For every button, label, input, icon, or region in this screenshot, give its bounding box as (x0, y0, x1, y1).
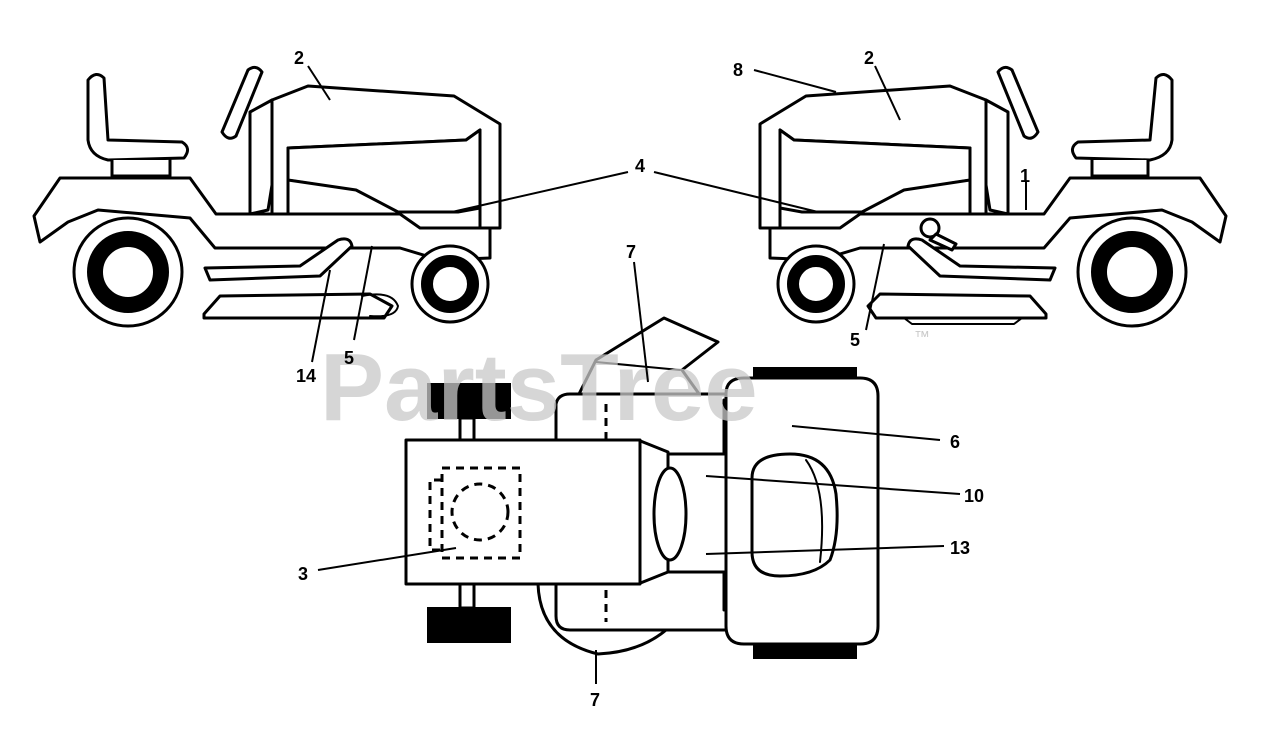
front-axle-top-lower (458, 582, 476, 610)
leader-2-right (874, 65, 901, 121)
callout-8: 8 (733, 60, 743, 80)
leader-7-top (633, 261, 649, 383)
front-hub-left (431, 265, 469, 303)
callout-4: 4 (635, 156, 645, 176)
callout-5-right: 5 (850, 330, 860, 350)
mower-deck-left (202, 292, 394, 320)
seat-left (86, 73, 189, 162)
rear-hub-left (101, 245, 155, 299)
front-tire-top-lower (427, 607, 511, 643)
leader-6 (791, 425, 941, 441)
seat-right (1071, 73, 1174, 162)
leader-3 (317, 547, 457, 571)
hood-top (404, 438, 642, 586)
deck-underside-right (903, 317, 1023, 325)
rear-hub-right (1105, 245, 1159, 299)
callout-3: 3 (298, 564, 308, 584)
rear-tire-top-lower (753, 643, 857, 659)
leader-14 (311, 269, 331, 363)
callout-labels: 2 2 8 4 1 5 5 14 7 6 10 13 3 7 (294, 48, 1030, 710)
leader-4-right (653, 171, 819, 213)
hood-lower-line-left (289, 179, 399, 213)
callout-7-top: 7 (626, 242, 636, 262)
leader-13 (705, 545, 945, 555)
watermark-text: PartsTree (320, 334, 758, 441)
callout-7-bottom: 7 (590, 690, 600, 710)
engine-circle-top (450, 482, 510, 542)
leader-8 (753, 69, 837, 93)
deck-chute-left (361, 293, 399, 318)
tractor-left-side-view (32, 65, 502, 328)
footrest-left (203, 237, 354, 282)
seat-back-curve (805, 459, 824, 563)
steering-wheel-top (652, 466, 688, 562)
engine-edge-top (428, 478, 442, 552)
callout-5-left: 5 (344, 348, 354, 368)
seat-support-left (110, 158, 172, 178)
callout-14: 14 (296, 366, 316, 386)
hood-lower-line-right (861, 179, 969, 213)
footrest-right (906, 237, 1057, 282)
chute-fold-line (595, 361, 681, 371)
steering-wheel-left (220, 65, 264, 140)
callout-10: 10 (964, 486, 984, 506)
callout-1: 1 (1020, 166, 1030, 186)
leader-10 (705, 475, 961, 495)
callout-2-right: 2 (864, 48, 874, 68)
seat-support-right (1090, 158, 1150, 178)
tractor-right-side-view (758, 65, 1228, 328)
front-hub-right (797, 265, 835, 303)
watermark: PartsTree ™ (320, 329, 930, 441)
steering-wheel-right (996, 65, 1040, 140)
leader-2-left (307, 65, 331, 101)
callout-6: 6 (950, 432, 960, 452)
leader-lines (307, 65, 1027, 684)
leader-4-left (451, 171, 629, 213)
callout-2-left: 2 (294, 48, 304, 68)
seat-top (750, 452, 839, 578)
lift-lever-right (928, 232, 958, 252)
leader-5-left (353, 245, 373, 341)
lift-lever-knob-right (919, 217, 941, 239)
leader-5-right (865, 243, 885, 331)
callout-13: 13 (950, 538, 970, 558)
watermark-trademark: ™ (914, 329, 930, 346)
mower-deck-right (866, 292, 1048, 320)
